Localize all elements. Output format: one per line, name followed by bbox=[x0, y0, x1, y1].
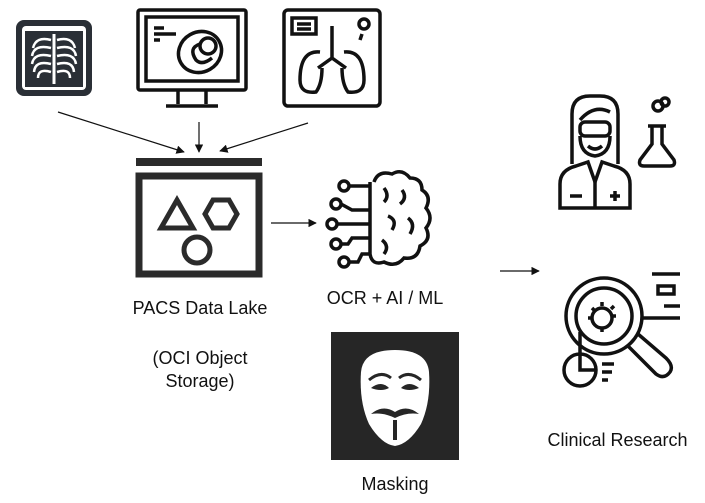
pacs-label: PACS Data Lake bbox=[132, 298, 268, 318]
anonymous-mask-icon bbox=[331, 332, 459, 460]
pacs-sublabel-line1: (OCI Object bbox=[152, 348, 248, 368]
ai-brain-circuit-icon bbox=[325, 170, 432, 269]
edge-lung-to-pacs bbox=[219, 122, 309, 153]
pacs-sublabel-line2: Storage) bbox=[165, 371, 235, 391]
lung-scan-icon bbox=[282, 8, 382, 108]
scientist-icon bbox=[558, 94, 677, 210]
research-label: Clinical Research bbox=[547, 430, 688, 450]
ocr-label: OCR + AI / ML bbox=[326, 288, 444, 308]
data-lake-shapes-icon bbox=[135, 158, 263, 278]
fetal-ultrasound-monitor-icon bbox=[136, 8, 248, 108]
chest-xray-icon bbox=[16, 20, 92, 96]
masking-label: Masking bbox=[361, 474, 429, 494]
microscope-analysis-icon bbox=[562, 272, 680, 388]
edge-xray-to-pacs bbox=[57, 111, 185, 154]
